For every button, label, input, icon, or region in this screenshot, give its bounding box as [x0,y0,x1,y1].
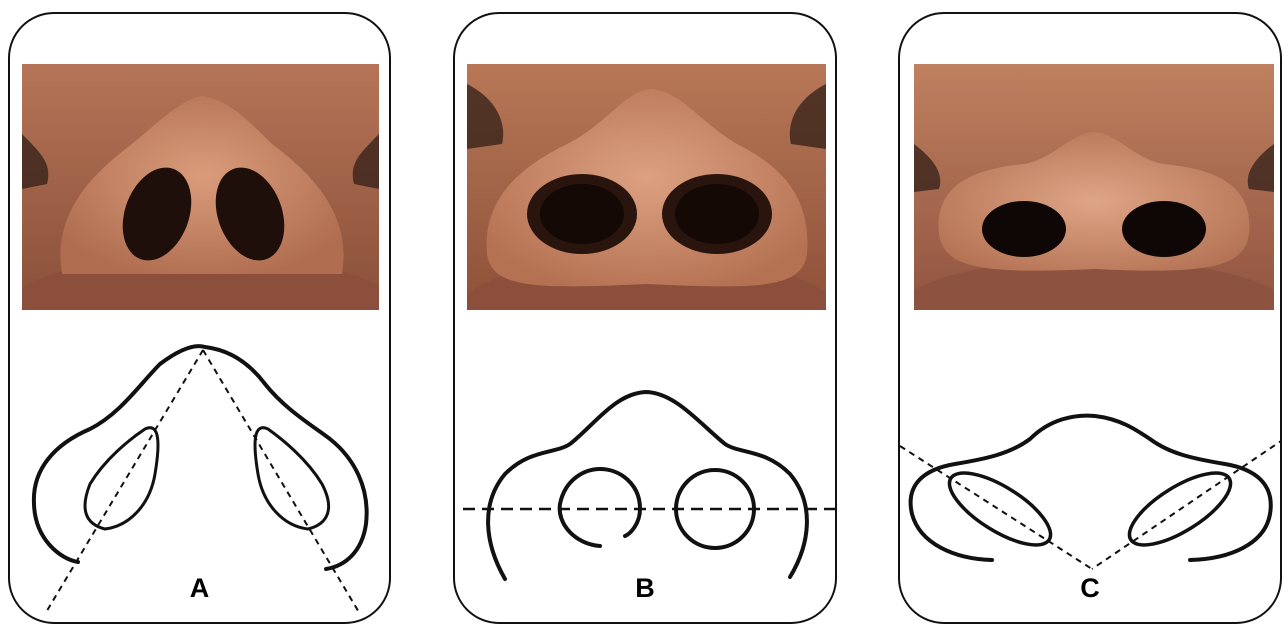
nose-diagram-b [455,14,837,624]
nose-diagram-a [10,14,391,624]
panel-b: B [453,12,837,624]
panel-label-c: C [900,573,1280,604]
panel-c: C [898,12,1282,624]
panel-a: A [8,12,391,624]
panel-label-b: B [455,573,835,604]
panel-label-a: A [10,573,389,604]
nose-diagram-c [900,14,1282,624]
